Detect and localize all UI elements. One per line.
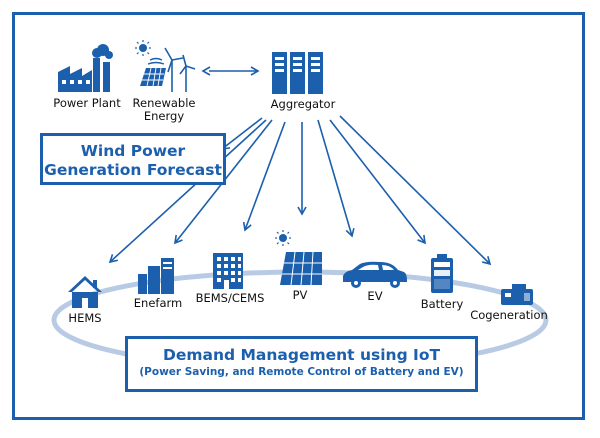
renewable-energy-label: Renewable Energy [128,97,200,123]
ev-label: EV [367,289,383,303]
power-plant-label: Power Plant [53,96,121,110]
cogeneration-icon [501,284,533,305]
building-icon [213,253,243,289]
aggregator-server-icon [272,52,323,94]
arrow-to-hems [108,119,267,264]
car-icon [343,261,407,288]
arrow-to-cogeneration [339,115,492,266]
arrow-to-bems [242,121,286,232]
diagram-frame [12,12,585,420]
house-icon [68,276,102,308]
renewable-line1: Renewable [132,96,196,110]
battery-label: Battery [420,297,464,311]
forecast-line2: Generation Forecast [44,161,222,179]
forecast-line1: Wind Power [80,142,186,160]
bems-cems-label: BEMS/CEMS [195,291,265,305]
demand-subtitle: (Power Saving, and Remote Control of Bat… [139,366,464,378]
enefarm-label: Enefarm [133,296,183,310]
wind-forecast-box: Wind Power Generation Forecast [40,133,226,185]
demand-management-box: Demand Management using IoT (Power Savin… [125,336,478,392]
enefarm-icon [138,258,174,294]
renewable-energy-icon [135,40,196,92]
cogeneration-label: Cogeneration [470,308,548,322]
arrow-to-battery [329,119,426,245]
hems-label: HEMS [68,311,102,325]
solar-panel-icon [275,230,322,286]
factory-icon [58,44,113,92]
arrow-to-ev [317,119,355,238]
battery-icon [431,254,453,293]
arrow-to-forecast [220,117,263,150]
aggregator-label: Aggregator [270,97,336,111]
renewable-line2: Energy [143,109,185,123]
pv-label: PV [292,288,308,302]
demand-title: Demand Management using IoT [162,346,441,364]
